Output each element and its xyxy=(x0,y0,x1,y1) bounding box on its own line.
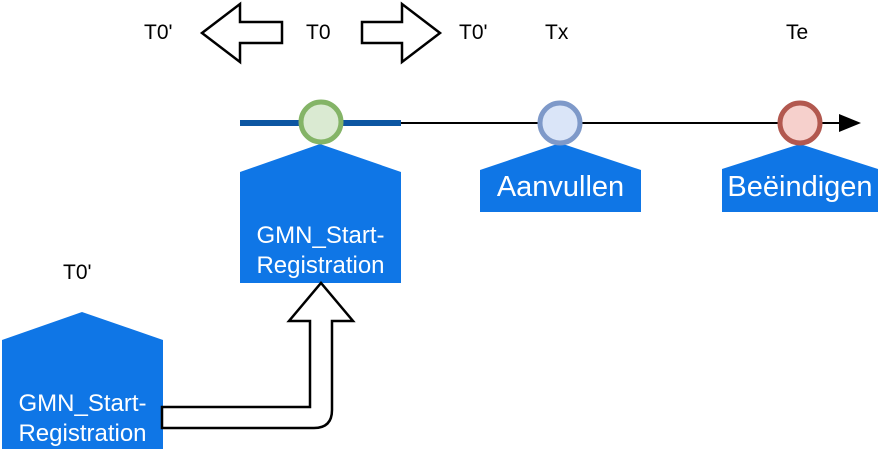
label-t0-prime-left: T0' xyxy=(144,21,173,44)
label-t0-prime-right: T0' xyxy=(459,21,488,44)
shift-right-arrow-icon xyxy=(360,1,443,65)
event-label-history: GMN_Start-Registration xyxy=(18,390,147,447)
event-shape-aanvullen xyxy=(480,143,641,212)
marker-tx-icon xyxy=(537,100,583,146)
event-shape-start xyxy=(240,144,401,283)
event-shape-history xyxy=(2,312,163,449)
label-history-t0-prime: T0' xyxy=(63,261,92,284)
event-label-beeindigen: Beëindigen xyxy=(727,171,873,203)
label-te: Te xyxy=(786,21,809,44)
event-shape-beeindigen xyxy=(722,144,878,212)
shift-left-arrow-icon xyxy=(199,1,284,65)
marker-te-icon xyxy=(777,100,823,146)
label-tx: Tx xyxy=(545,21,569,44)
label-t0: T0 xyxy=(306,21,331,44)
history-to-start-arrow-icon xyxy=(160,281,356,430)
event-label-start: GMN_Start-Registration xyxy=(256,222,385,279)
event-label-aanvullen: Aanvullen xyxy=(496,171,625,203)
timeline-arrowhead-icon xyxy=(839,114,861,132)
marker-t0-icon xyxy=(298,99,344,145)
